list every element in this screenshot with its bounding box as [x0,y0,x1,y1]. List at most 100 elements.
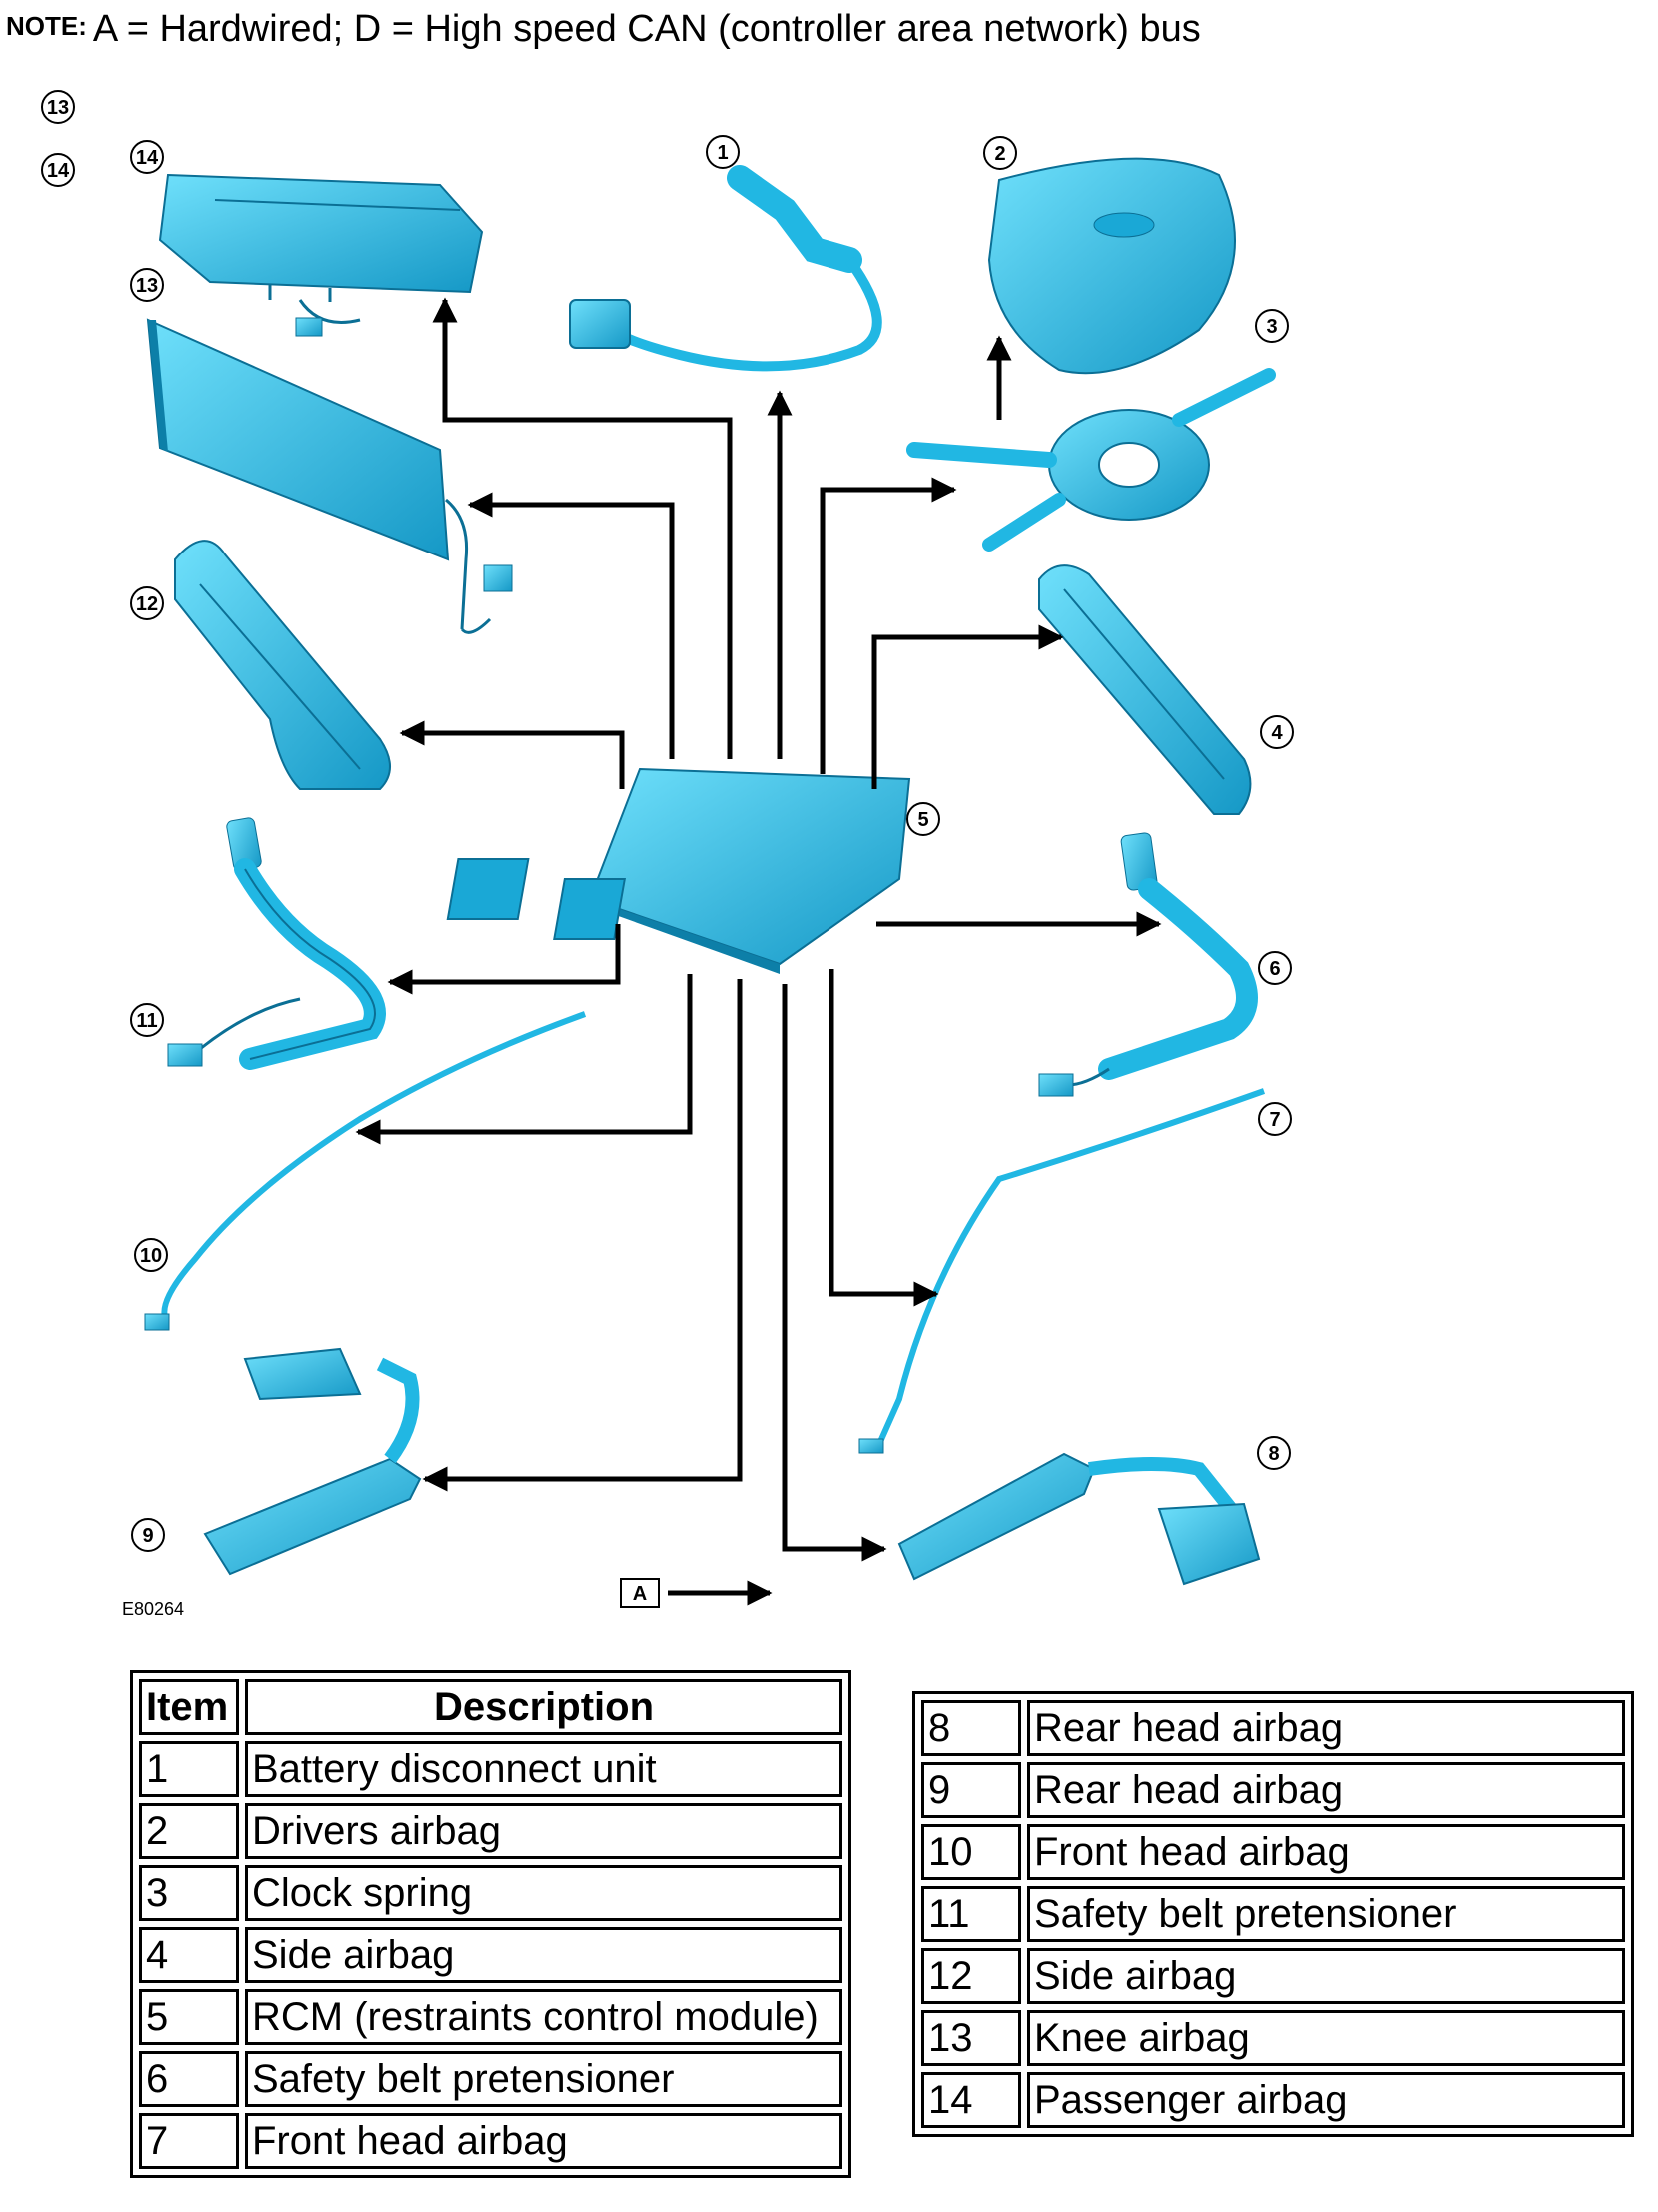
svg-text:7: 7 [1269,1109,1280,1131]
arrow-to-rear-head-airbag-9 [422,979,743,1492]
svg-text:11: 11 [136,1010,157,1032]
figure-code: E80264 [122,1599,184,1619]
item-number: 4 [139,1927,239,1983]
callout-8: 8 [1257,1436,1291,1470]
side-airbag-12 [174,540,391,790]
item-description: Passenger airbag [1027,2072,1625,2128]
item-description: Side airbag [1027,1948,1625,2004]
svg-text:1: 1 [717,142,728,164]
note-label: NOTE: [6,11,87,41]
callout-14-side: 14 [41,153,75,187]
callouts: 13 14 14 13 12 11 10 9 1 2 3 4 5 6 7 8 [41,90,1294,1552]
svg-text:14: 14 [47,160,70,182]
item-number: 6 [139,2051,239,2107]
arrow-to-knee-airbag [467,492,675,759]
rear-head-airbag-9 [203,1347,422,1576]
svg-text:14: 14 [136,147,159,169]
belt-pretensioner-6 [1038,832,1258,1097]
svg-text:13: 13 [136,275,158,297]
note-text: A = Hardwired; D = High speed CAN (contr… [92,8,1201,50]
item-description: Knee airbag [1027,2010,1625,2066]
battery-disconnect-unit [569,165,882,372]
knee-airbag [146,318,513,634]
item-number: 5 [139,1989,239,2045]
item-number: 13 [921,2010,1021,2066]
svg-text:A: A [633,1583,647,1605]
item-description: Front head airbag [1027,1824,1625,1880]
callout-13-side: 13 [41,90,75,124]
callout-11: 11 [130,1003,164,1037]
svg-text:8: 8 [1268,1443,1279,1465]
svg-text:13: 13 [47,97,69,119]
item-description: Rear head airbag [1027,1762,1625,1818]
arrow-to-front-head-airbag-7 [829,969,939,1307]
callout-13: 13 [130,268,164,302]
callout-5: 5 [906,802,940,836]
callout-10: 10 [134,1238,168,1272]
rcm-module [446,767,911,974]
front-head-airbag-7 [858,1088,1266,1454]
item-number: 7 [139,2113,239,2169]
header-description: Description [245,1679,842,1735]
item-description: Battery disconnect unit [245,1741,842,1797]
item-description: Clock spring [245,1865,842,1921]
item-number: 11 [921,1886,1021,1942]
callout-9: 9 [131,1518,165,1552]
arrow-to-side-airbag-12 [399,720,625,789]
callout-1: 1 [706,135,740,169]
item-number: 12 [921,1948,1021,2004]
item-description: Safety belt pretensioner [245,2051,842,2107]
connection-arrows [355,297,1162,1562]
arrow-to-pretensioner-11 [387,924,621,995]
callout-2: 2 [983,136,1017,170]
item-number: 1 [139,1741,239,1797]
item-description: Drivers airbag [245,1803,842,1859]
item-number: 2 [139,1803,239,1859]
arrow-to-passenger-airbag [432,297,733,759]
svg-text:2: 2 [994,143,1005,165]
item-description: Safety belt pretensioner [1027,1886,1625,1942]
arrow-to-front-head-airbag-10 [355,974,693,1145]
legend-header-row: Item Description [139,1679,842,1735]
side-airbag-4 [1038,564,1252,815]
item-description: Rear head airbag [1027,1700,1625,1756]
front-head-airbag-10 [144,1011,587,1331]
item-description: Side airbag [245,1927,842,1983]
svg-text:3: 3 [1266,316,1277,338]
arrow-to-clock-spring [820,477,957,774]
item-description: RCM (restraints control module) [245,1989,842,2045]
callout-14: 14 [130,140,164,174]
item-number: 9 [921,1762,1021,1818]
rear-head-airbag-8 [897,1452,1261,1586]
header-item: Item [139,1679,239,1735]
airbag-system-diagram: 13 14 14 13 12 11 10 9 1 2 3 4 5 6 7 8 E… [41,90,1294,1619]
svg-text:9: 9 [142,1525,153,1547]
svg-text:10: 10 [140,1245,162,1267]
belt-pretensioner-11 [167,817,386,1070]
arrow-to-side-airbag-4 [871,624,1064,789]
drivers-airbag [987,157,1236,375]
item-number: 3 [139,1865,239,1921]
svg-text:5: 5 [917,809,928,831]
callout-12: 12 [130,586,164,620]
item-number: 14 [921,2072,1021,2128]
svg-text:12: 12 [136,593,158,615]
callout-7: 7 [1258,1102,1292,1136]
svg-text:4: 4 [1271,722,1283,744]
